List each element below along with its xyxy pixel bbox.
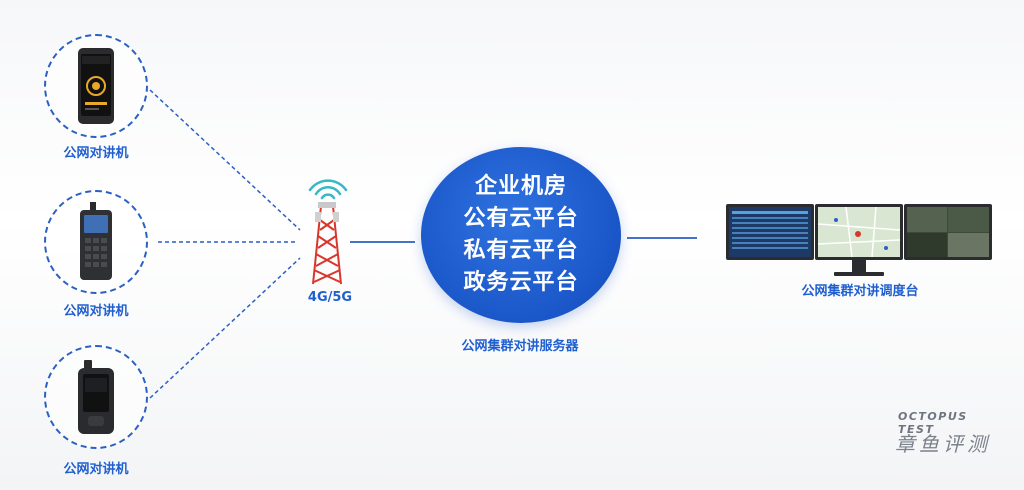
server-circle: 企业机房 公有云平台 私有云平台 政务云平台 (421, 147, 621, 323)
cell-tower-icon (312, 202, 342, 285)
tower-label: 4G/5G (307, 290, 353, 305)
watermark-cn: 章鱼评测 (895, 432, 991, 456)
connector-device3-tower (149, 257, 301, 399)
server-line-public-cloud: 公有云平台 (463, 206, 579, 231)
smartphone-icon (78, 48, 114, 124)
keypad-handset-icon (80, 202, 112, 280)
server-line-private-cloud: 私有云平台 (463, 238, 579, 263)
console-label: 公网集群对讲调度台 (801, 284, 919, 299)
connector-device1-tower (149, 89, 301, 231)
rugged-handset-icon (78, 360, 114, 434)
server-line-enterprise: 企业机房 (474, 174, 567, 199)
wifi-signal-icon (308, 179, 348, 200)
dispatch-console-icon (726, 204, 992, 276)
watermark-en: OCTOPUS TEST (898, 410, 968, 436)
device-label-1: 公网对讲机 (63, 146, 129, 161)
server-label: 公网集群对讲服务器 (461, 339, 579, 354)
server-line-gov-cloud: 政务云平台 (463, 270, 579, 295)
device-label-2: 公网对讲机 (63, 304, 129, 319)
device-label-3: 公网对讲机 (63, 462, 129, 477)
